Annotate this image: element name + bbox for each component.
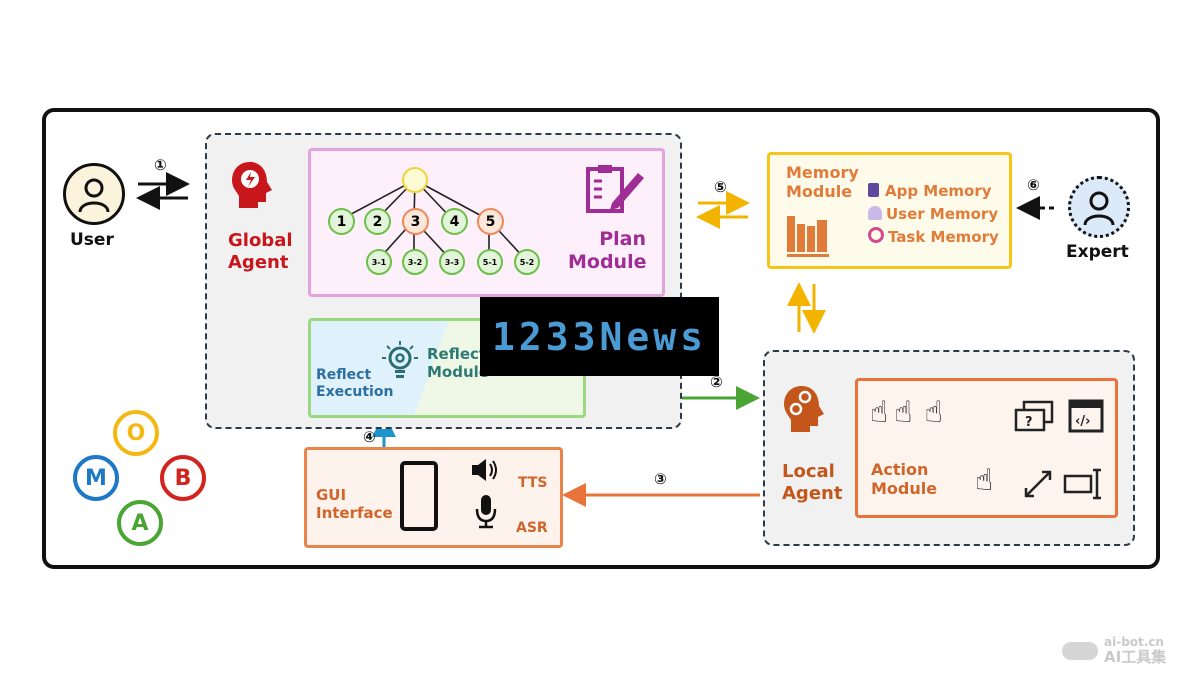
reflect-execution-label-2: Execution — [316, 383, 394, 400]
speaker-icon — [470, 457, 500, 487]
gui-interface-label-1: GUI — [316, 486, 347, 504]
user-laptop-icon — [868, 206, 882, 220]
memory-module-label-1: Memory — [786, 163, 859, 182]
plan-subnode-5-2: 5-2 — [514, 249, 540, 275]
global-agent-label-1: Global — [228, 230, 293, 251]
user-label: User — [70, 230, 114, 250]
local-agent-label-2: Agent — [782, 482, 843, 504]
watermark-cloud-icon — [1062, 641, 1098, 660]
watermark-line1: ai-bot.cn — [1104, 635, 1164, 649]
logo-letter-m: M — [73, 455, 119, 501]
global-agent-label-2: Agent — [228, 251, 289, 273]
news-watermark-banner: 1233News — [480, 297, 719, 376]
plan-subnode-3-1: 3-1 — [366, 249, 392, 275]
tap-icon: ☝ — [870, 395, 889, 430]
plan-node-5: 5 — [477, 208, 504, 235]
local-agent-label-1: Local — [782, 461, 835, 482]
swipe-icon: ☝ — [924, 395, 943, 430]
plan-module-label-2: Module — [568, 250, 647, 273]
plan-node-4: 4 — [441, 208, 468, 235]
app-grid-icon — [868, 183, 879, 197]
expert-avatar-icon — [1068, 176, 1130, 238]
gui-interface-label-2: Interface — [316, 504, 393, 522]
logo-letter-a: A — [117, 500, 163, 546]
watermark-line2: AI工具集 — [1104, 648, 1167, 667]
drag-icon: ☝ — [975, 463, 994, 498]
step-2-label: ② — [710, 373, 723, 391]
expert-label: Expert — [1066, 242, 1129, 262]
lightbulb-gear-icon — [380, 340, 420, 388]
reflect-module-label-2: Module — [427, 363, 489, 381]
asr-label: ASR — [516, 520, 548, 536]
logo-letter-b: B — [160, 455, 206, 501]
action-module-label-1: Action — [871, 460, 929, 479]
code-window-icon: ‹/› — [1068, 399, 1104, 437]
resize-arrow-icon — [1022, 468, 1054, 504]
reflect-execution-label-1: Reflect — [316, 367, 372, 383]
memory-item-task: Task Memory — [868, 226, 999, 249]
step-1-label: ① — [154, 156, 167, 174]
target-icon — [868, 227, 884, 243]
microphone-icon — [475, 493, 497, 533]
plan-node-3: 3 — [402, 208, 429, 235]
local-agent-head-gears-icon — [782, 384, 828, 438]
clipboard-pencil-icon — [586, 163, 646, 217]
memory-item-user-label: User Memory — [886, 205, 999, 223]
memory-item-user: User Memory — [868, 203, 999, 226]
corner-watermark: ai-bot.cn AI工具集 — [1062, 635, 1167, 667]
arrow-memory-local — [787, 282, 826, 334]
svg-text:‹/›: ‹/› — [1075, 414, 1090, 429]
plan-node-1: 1 — [328, 208, 355, 235]
step-5-label: ⑤ — [714, 178, 727, 196]
memory-item-app-label: App Memory — [885, 182, 992, 200]
question-dialog-icon: ? — [1014, 400, 1054, 440]
svg-text:?: ? — [1025, 415, 1033, 430]
plan-node-2: 2 — [364, 208, 391, 235]
plan-subnode-3-2: 3-2 — [402, 249, 428, 275]
logo-letter-o: O — [113, 410, 159, 456]
outer-frame — [42, 108, 1160, 569]
smartphone-icon — [400, 461, 438, 531]
arrow-global-memory — [696, 191, 750, 229]
books-icon — [787, 216, 831, 262]
global-agent-head-icon — [230, 160, 276, 214]
plan-subnode-5-1: 5-1 — [477, 249, 503, 275]
memory-module-label-2: Module — [786, 182, 853, 202]
plan-root-node — [402, 167, 428, 193]
step-3-label: ③ — [654, 470, 667, 488]
arrow-user-global — [136, 172, 190, 210]
plan-subnode-3-3: 3-3 — [439, 249, 465, 275]
memory-item-app: App Memory — [868, 180, 999, 203]
user-avatar-icon — [63, 163, 125, 225]
action-icons-row1: ☝☝☝ — [870, 398, 943, 428]
step-4-label: ④ — [363, 428, 376, 446]
step-6-label: ⑥ — [1027, 176, 1040, 194]
action-module-label-2: Module — [871, 479, 938, 499]
plan-module-label-1: Plan — [599, 228, 646, 250]
long-press-icon: ☝ — [894, 395, 913, 430]
reflect-module-label-1: Reflect — [427, 345, 487, 363]
memory-item-task-label: Task Memory — [888, 228, 999, 246]
text-input-icon — [1063, 468, 1103, 504]
tts-label: TTS — [518, 475, 548, 491]
